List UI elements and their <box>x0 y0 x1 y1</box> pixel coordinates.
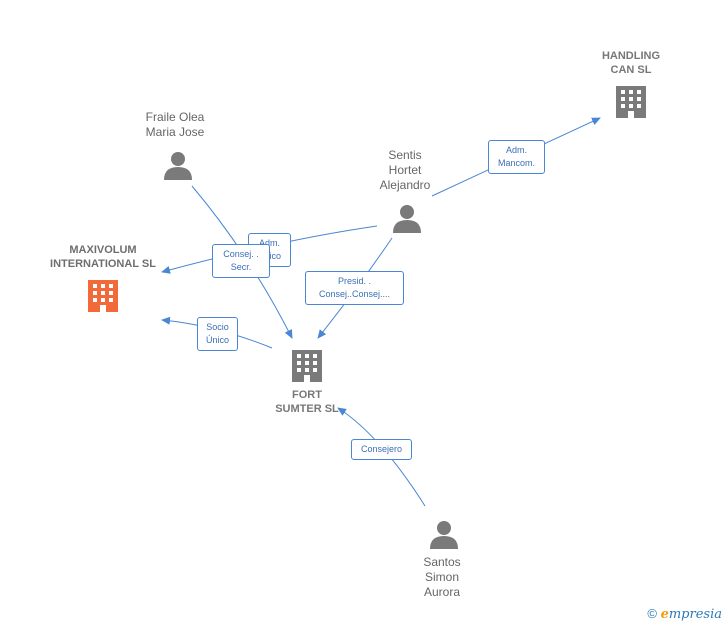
building-icon[interactable] <box>292 350 322 382</box>
edge-label-socio-unico[interactable]: Socio Único <box>197 317 238 351</box>
copyright-symbol: © <box>647 606 657 621</box>
building-icon[interactable] <box>616 86 646 118</box>
person-label-fraile[interactable]: Fraile Olea Maria Jose <box>145 110 205 139</box>
person-label-santos[interactable]: Santos Simon Aurora <box>423 555 461 599</box>
edge-label-adm-mancom[interactable]: Adm. Mancom. <box>488 140 545 174</box>
building-icon[interactable] <box>88 280 118 312</box>
person-icon[interactable] <box>393 205 421 233</box>
company-label-maxivolum[interactable]: MAXIVOLUM INTERNATIONAL SL <box>50 244 156 270</box>
company-label-fort[interactable]: FORT SUMTER SL <box>275 389 339 415</box>
company-label-handling[interactable]: HANDLING CAN SL <box>601 50 661 76</box>
brand-watermark: © empresia <box>647 606 722 622</box>
person-label-sentis[interactable]: Sentis Hortet Alejandro <box>379 148 431 192</box>
edge-label-presid-consej[interactable]: Presid. . Consej..Consej.... <box>305 271 404 305</box>
brand-logo-letter: e <box>660 607 669 622</box>
person-icon[interactable] <box>430 521 458 549</box>
person-icon[interactable] <box>164 152 192 180</box>
edge-label-consej-secr[interactable]: Consej. . Secr. <box>212 244 270 278</box>
brand-name: mpresia <box>668 607 722 622</box>
edge-label-consejero[interactable]: Consejero <box>351 439 412 460</box>
